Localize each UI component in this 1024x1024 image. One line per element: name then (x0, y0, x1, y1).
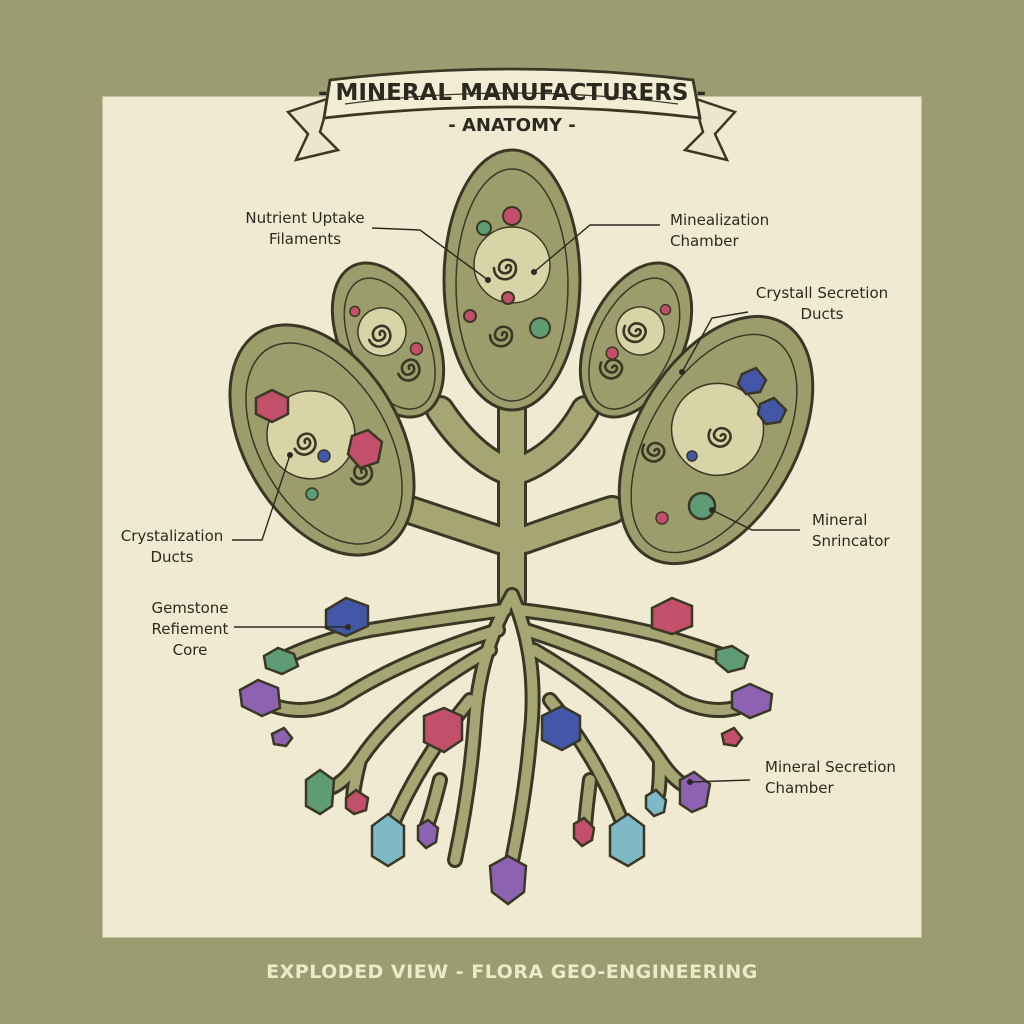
label-mineral-secretion-chamber: Mineral Secretion Chamber (765, 758, 896, 797)
pod-center (442, 148, 582, 412)
label-crystall-secretion: Crystall Secretion Ducts (755, 284, 889, 323)
title-line1: - MINERAL MANUFACTURERS - (318, 80, 706, 106)
gem-blue-icon (756, 396, 788, 426)
gem-blue-icon (736, 366, 768, 396)
label-nutrient-uptake: Nutrient Uptake Filaments (245, 209, 365, 248)
title-line2: - ANATOMY - (448, 115, 576, 136)
plant-stem (395, 390, 627, 615)
root-system (252, 587, 763, 888)
label-mineral-snrincator: Mineral Snrincator (812, 511, 890, 550)
label-gemstone-core: Gemstone Refiement Core (151, 599, 229, 659)
gem-red-icon (254, 388, 290, 424)
leader-lines (232, 224, 800, 783)
title-banner (285, 67, 738, 162)
footer-caption: EXPLODED VIEW - FLORA GEO-ENGINEERING (266, 961, 758, 983)
gem-green-icon (687, 491, 717, 521)
label-crystalization-ducts: Crystalization Ducts (120, 527, 224, 566)
label-mineralization-chamber: Minealization Chamber (670, 211, 770, 250)
root-gems (238, 596, 774, 906)
gem-red-icon (346, 428, 384, 470)
